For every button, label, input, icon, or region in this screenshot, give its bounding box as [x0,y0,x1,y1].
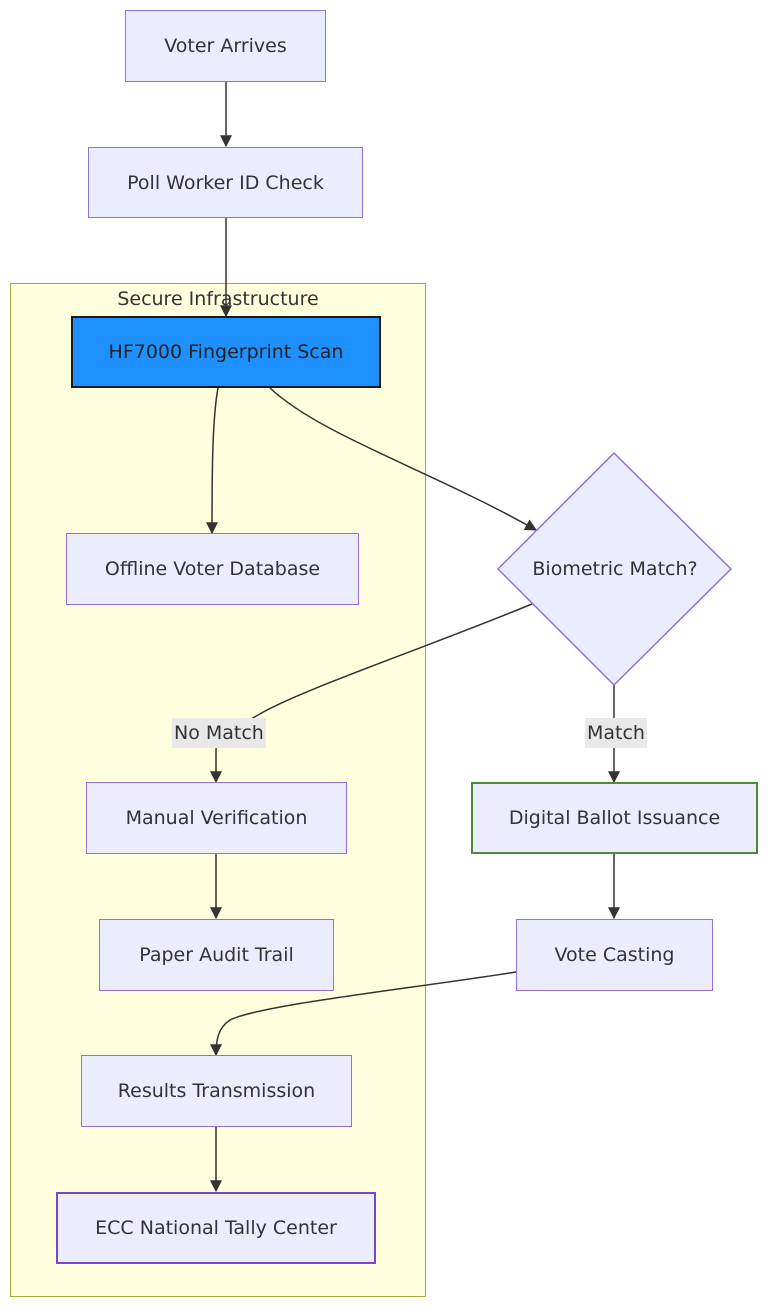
node-results-transmission: Results Transmission [81,1055,352,1127]
node-manual-verification: Manual Verification [86,782,347,854]
node-poll-worker-id-check: Poll Worker ID Check [88,147,363,218]
node-offline-voter-database: Offline Voter Database [66,533,359,605]
subgraph-title: Secure Infrastructure [117,288,319,310]
node-digital-ballot-issuance: Digital Ballot Issuance [471,782,758,854]
node-vote-casting: Vote Casting [516,919,713,991]
edge-scan-to-db [206,387,219,535]
node-paper-audit-trail: Paper Audit Trail [99,919,334,991]
node-fingerprint-scan: HF7000 Fingerprint Scan [71,316,381,388]
decision-diamond [496,451,733,687]
node-ecc-national-tally-center: ECC National Tally Center [56,1192,376,1264]
node-voter-arrives: Voter Arrives [125,10,326,82]
edge-label-match: Match [585,718,647,748]
decision-label: Biometric Match? [532,558,698,580]
edge-casting-to-results [210,971,517,1057]
edge-scan-to-match [269,387,538,531]
edge-label-no-match: No Match [172,718,266,748]
edge-match-to-manual [216,603,533,782]
